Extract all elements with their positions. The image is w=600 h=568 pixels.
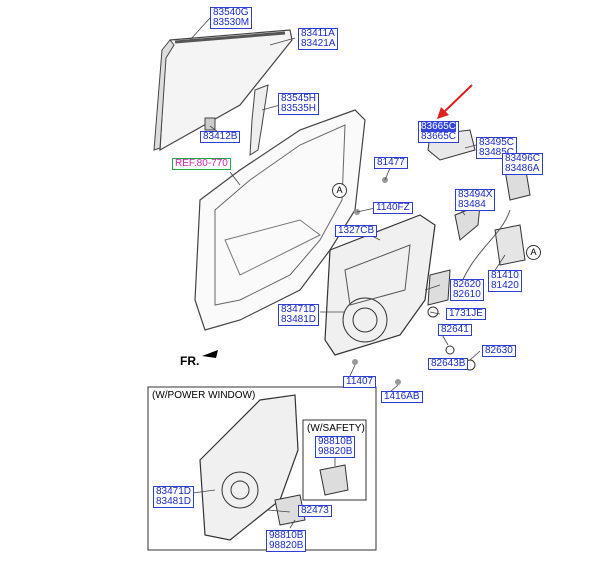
part-label-1327cb[interactable]: 1327CB xyxy=(335,225,378,237)
part-number: 81477 xyxy=(377,157,405,168)
part-label-83540g-83530m[interactable]: 83540G 83530M xyxy=(210,7,253,29)
part-number: 83471D xyxy=(156,486,192,497)
front-direction-label: FR. xyxy=(180,354,200,368)
part-label-82630[interactable]: 82630 xyxy=(482,345,516,357)
part-number: 82630 xyxy=(485,345,513,356)
part-number: 81420 xyxy=(491,280,519,291)
part-number: 83665C xyxy=(421,131,457,142)
part-label-83665c-highlighted[interactable]: 83665C 83665C xyxy=(418,121,460,143)
part-number: 98810B xyxy=(318,436,353,447)
part-number: 98810B xyxy=(269,530,304,541)
reference-label[interactable]: REF.80-770 xyxy=(172,158,231,170)
power-window-caption: (W/POWER WINDOW) xyxy=(152,390,256,401)
part-label-83545h-83535h[interactable]: 83545H 83535H xyxy=(278,93,320,115)
part-number: 83495C xyxy=(479,137,515,148)
part-number: 82641 xyxy=(441,324,469,335)
part-number: 83411A xyxy=(301,28,335,39)
part-number: 1140FZ xyxy=(376,202,410,213)
part-label-83496c-83486a[interactable]: 83496C 83486A xyxy=(502,153,544,175)
part-number: 83530M xyxy=(213,17,250,28)
part-number: 83545H xyxy=(281,93,317,104)
part-label-82641[interactable]: 82641 xyxy=(438,324,472,336)
part-number: 98820B xyxy=(269,540,304,551)
part-label-98810b-98820b-safety[interactable]: 98810B 98820B xyxy=(315,436,356,458)
part-label-82643b[interactable]: 82643B xyxy=(428,358,469,370)
part-number: 98820B xyxy=(318,446,353,457)
safety-caption: (W/SAFETY) xyxy=(307,423,365,434)
part-number: 83665C xyxy=(421,121,457,132)
part-number: 83535H xyxy=(281,103,317,114)
part-number: 83494X xyxy=(458,189,493,200)
part-label-83494x-83484[interactable]: 83494X 83484 xyxy=(455,189,496,211)
part-number: 83421A xyxy=(301,38,336,49)
part-label-11407[interactable]: 11407 xyxy=(343,376,377,388)
part-label-83471d-83481d[interactable]: 83471D 83481D xyxy=(278,304,320,326)
part-number: 82620 xyxy=(453,279,481,290)
part-label-83412b[interactable]: 83412B xyxy=(200,131,241,143)
part-label-1140fz[interactable]: 1140FZ xyxy=(373,202,413,214)
part-number: 83485C xyxy=(479,147,515,158)
part-label-1731je[interactable]: 1731JE xyxy=(446,308,486,320)
part-label-82620-82610[interactable]: 82620 82610 xyxy=(450,279,484,301)
part-number: 1416AB xyxy=(384,391,420,402)
part-number: 83481D xyxy=(281,314,317,325)
part-label-98810b-98820b[interactable]: 98810B 98820B xyxy=(266,530,307,552)
marker-a-right: A xyxy=(526,245,541,260)
part-number: 11407 xyxy=(346,376,374,387)
part-label-81477[interactable]: 81477 xyxy=(374,157,408,169)
part-number: 82643B xyxy=(431,358,466,369)
part-number: 83471D xyxy=(281,304,317,315)
part-number: 83540G xyxy=(213,7,249,18)
part-number: 82473 xyxy=(301,505,329,516)
part-number: 1327CB xyxy=(338,225,375,236)
part-label-81410-81420[interactable]: 81410 81420 xyxy=(488,270,522,292)
part-number: 83496C xyxy=(505,153,541,164)
part-number: 83484 xyxy=(458,199,486,210)
part-number: 82610 xyxy=(453,289,481,300)
part-number: 81410 xyxy=(491,270,519,281)
marker-a-left: A xyxy=(332,183,347,198)
part-number: 1731JE xyxy=(449,308,483,319)
part-label-83411a-83421a[interactable]: 83411A 83421A xyxy=(298,28,339,50)
part-label-83471d-83481d-lower[interactable]: 83471D 83481D xyxy=(153,486,195,508)
part-label-1416ab[interactable]: 1416AB xyxy=(381,391,423,403)
part-number: 83486A xyxy=(505,163,540,174)
part-number: 83481D xyxy=(156,496,192,507)
part-label-82473[interactable]: 82473 xyxy=(298,505,332,517)
part-number: 83412B xyxy=(203,131,238,142)
